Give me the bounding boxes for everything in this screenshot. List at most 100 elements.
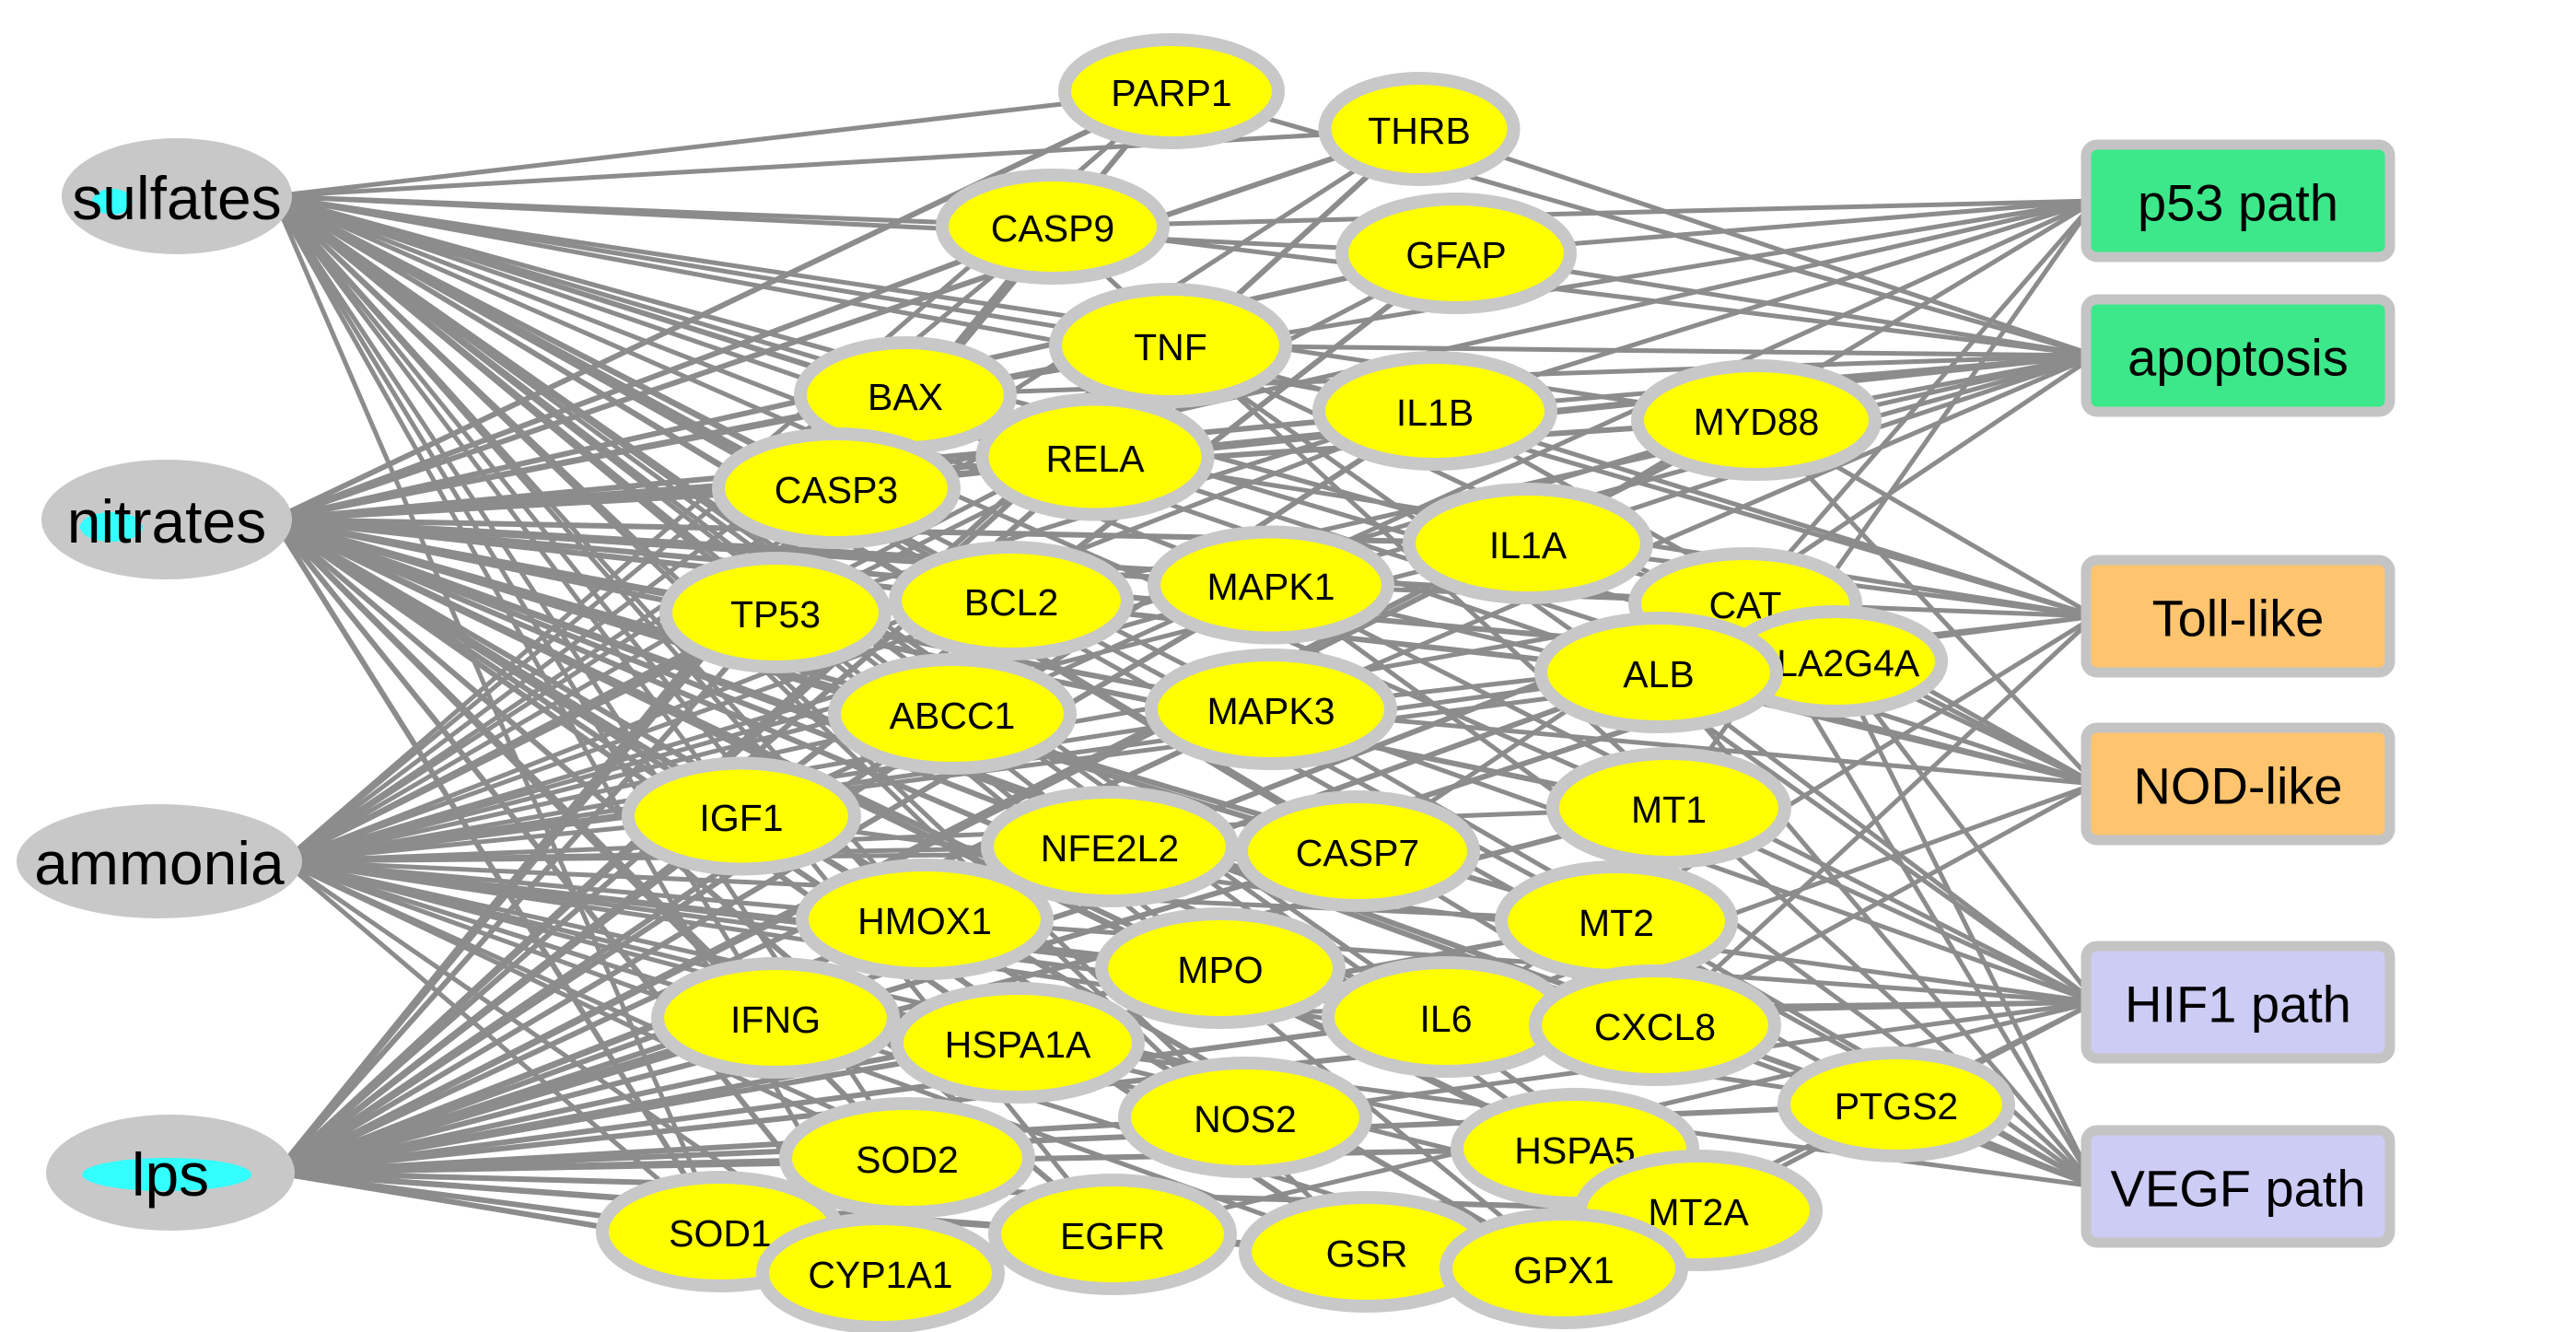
gene-label: CXCL8 — [1594, 1006, 1716, 1048]
gene-ellipse — [1440, 1208, 1688, 1329]
source-ellipse — [41, 460, 292, 579]
edge-pla2g4a-hif1 — [1833, 659, 2098, 1005]
gene-node-sod2[interactable]: SOD2 — [779, 1097, 1035, 1219]
gene-ellipse — [756, 1212, 1005, 1332]
pathway-node-hif1[interactable]: HIF1 path — [2081, 941, 2395, 1064]
gene-ellipse — [1529, 964, 1781, 1086]
source-node-ammonia[interactable]: ammonia — [17, 804, 302, 918]
gene-ellipse — [975, 392, 1215, 521]
gene-node-hmox1[interactable]: HMOX1 — [796, 859, 1054, 980]
pathway-node-p53[interactable]: p53 path — [2081, 139, 2395, 263]
edge-nitrates-mt2a — [271, 517, 1701, 1213]
edge-tnf-apoptosis — [1168, 343, 2098, 358]
gene-node-cxcl8[interactable]: CXCL8 — [1529, 964, 1781, 1086]
edge-lps-mapk1 — [274, 582, 1274, 1175]
gene-label: GPX1 — [1513, 1249, 1614, 1291]
edge-il6-nod — [1443, 781, 2098, 1020]
gene-node-parp1[interactable]: PARP1 — [1058, 33, 1285, 149]
gene-node-cyp1a1[interactable]: CYP1A1 — [756, 1212, 1005, 1332]
gene-label: NFE2L2 — [1041, 827, 1179, 870]
gene-ellipse — [1546, 747, 1791, 869]
gene-node-bcl2[interactable]: BCL2 — [889, 541, 1134, 660]
gene-node-tnf[interactable]: TNF — [1049, 283, 1292, 408]
gene-node-mt2[interactable]: MT2 — [1495, 860, 1738, 982]
gene-node-igf1[interactable]: IGF1 — [622, 756, 861, 876]
gene-ellipse — [1235, 790, 1480, 912]
gene-node-mapk1[interactable]: MAPK1 — [1148, 525, 1394, 645]
edge-lps-hspa1a — [274, 1040, 1020, 1175]
edge-il1b-toll — [1432, 408, 2098, 619]
gene-label: PTGS2 — [1835, 1085, 1958, 1128]
gene-node-abcc1[interactable]: ABCC1 — [828, 653, 1077, 775]
pathway-node-toll[interactable]: Toll-like — [2081, 555, 2395, 678]
source-ellipse — [62, 138, 292, 254]
gene-ellipse — [1403, 483, 1653, 604]
pathway-box — [2081, 294, 2395, 417]
gene-node-mapk3[interactable]: MAPK3 — [1145, 648, 1397, 770]
gene-label: NOS2 — [1194, 1098, 1297, 1140]
source-label: ammonia — [34, 829, 285, 897]
gene-label: PARP1 — [1111, 72, 1231, 114]
gene-node-nos2[interactable]: NOS2 — [1118, 1057, 1372, 1178]
gene-node-casp7[interactable]: CASP7 — [1235, 790, 1480, 912]
gene-node-il1b[interactable]: IL1B — [1312, 351, 1557, 471]
gene-node-ifng[interactable]: IFNG — [651, 957, 900, 1079]
gene-ellipse — [796, 859, 1054, 980]
gene-node-gpx1[interactable]: GPX1 — [1440, 1208, 1688, 1329]
gene-label: BCL2 — [964, 581, 1059, 624]
source-node-nitrates[interactable]: nitrates — [41, 460, 292, 579]
source-node-sulfates[interactable]: sulfates — [62, 138, 292, 254]
pathway-label: Toll-like — [2152, 590, 2325, 648]
pathway-node-nod[interactable]: NOD-like — [2081, 722, 2395, 846]
gene-node-casp3[interactable]: CASP3 — [712, 427, 961, 549]
edge-mapk3-apoptosis — [1268, 353, 2098, 712]
gene-node-egfr[interactable]: EGFR — [988, 1174, 1237, 1295]
gene-label: MPO — [1177, 949, 1263, 991]
source-label: sulfates — [72, 164, 281, 232]
selection-highlight — [80, 512, 143, 542]
pathway-node-vegf[interactable]: VEGF path — [2081, 1125, 2395, 1248]
gene-ellipse — [891, 982, 1145, 1104]
edge-nitrates-nfe2l2 — [271, 517, 1113, 849]
gene-label: MT2 — [1579, 902, 1654, 944]
edge-alb-hif1 — [1656, 670, 2098, 1005]
gene-node-alb[interactable]: ALB — [1534, 612, 1783, 733]
gene-label: HSPA1A — [945, 1023, 1091, 1066]
edge-lps-il1a — [274, 541, 1531, 1175]
gene-node-hspa1a[interactable]: HSPA1A — [891, 982, 1145, 1104]
gene-ellipse — [1095, 907, 1346, 1029]
edge-casp9-p53 — [1050, 198, 2098, 229]
edge-myd88-nod — [1754, 417, 2098, 787]
gene-ellipse — [828, 653, 1077, 775]
gene-node-nfe2l2[interactable]: NFE2L2 — [981, 786, 1239, 907]
gene-node-thrb[interactable]: THRB — [1318, 72, 1521, 186]
edge-igf1-hif1 — [739, 813, 2098, 1005]
pathway-label: apoptosis — [2127, 329, 2349, 387]
gene-node-gfap[interactable]: GFAP — [1335, 193, 1577, 314]
selection-highlight — [92, 189, 133, 215]
gene-node-il6[interactable]: IL6 — [1322, 956, 1570, 1078]
gene-label: CASP9 — [991, 207, 1114, 250]
gene-node-mt1[interactable]: MT1 — [1546, 747, 1791, 869]
gene-ellipse — [1778, 1046, 2015, 1163]
gene-label: CASP7 — [1296, 832, 1419, 874]
gene-node-mpo[interactable]: MPO — [1095, 907, 1346, 1029]
gene-label: IFNG — [730, 999, 821, 1041]
gene-node-ptgs2[interactable]: PTGS2 — [1778, 1046, 2015, 1163]
gene-node-casp9[interactable]: CASP9 — [936, 169, 1170, 285]
gene-node-rela[interactable]: RELA — [975, 392, 1215, 521]
gene-node-myd88[interactable]: MYD88 — [1631, 359, 1882, 481]
pathway-node-apoptosis[interactable]: apoptosis — [2081, 294, 2395, 417]
source-node-lps[interactable]: lps — [46, 1115, 295, 1231]
gene-node-il1a[interactable]: IL1A — [1403, 483, 1653, 604]
edge-nitrates-thrb — [271, 126, 1422, 522]
gene-label: HMOX1 — [857, 900, 992, 942]
gene-ellipse — [1145, 648, 1397, 770]
gene-label: GFAP — [1405, 234, 1506, 276]
edge-pla2g4a-vegf — [1833, 659, 2098, 1189]
edge-ammonia-casp3 — [281, 485, 839, 864]
gene-node-tp53[interactable]: TP53 — [659, 552, 892, 673]
